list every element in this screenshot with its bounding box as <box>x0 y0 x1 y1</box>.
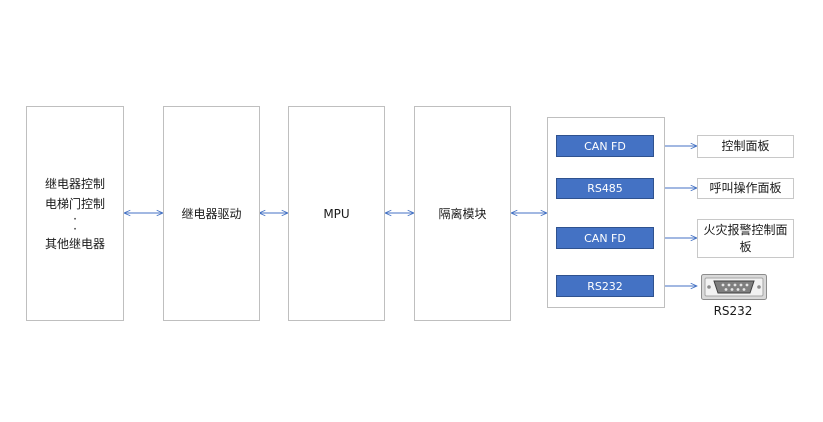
relay-line-2: 电梯门控制 <box>44 196 105 211</box>
port-canfd-2-label: CAN FD <box>584 231 626 245</box>
rs232-connector-caption: RS232 <box>713 304 753 318</box>
fire-alarm-panel-box: 火灾报警控制面板 <box>697 219 794 258</box>
mpu-block: MPU <box>288 106 385 321</box>
call-panel-label: 呼叫操作面板 <box>709 181 782 195</box>
port-canfd-1-label: CAN FD <box>584 139 626 153</box>
port-rs232: RS232 <box>556 275 654 297</box>
relay-driver-block: 继电器驱动 <box>163 106 260 321</box>
isolation-block: 隔离模块 <box>414 106 511 321</box>
call-panel-box: 呼叫操作面板 <box>697 178 794 199</box>
relay-line-1: 继电器控制 <box>44 176 105 191</box>
relay-line-3: 其他继电器 <box>44 236 105 251</box>
control-panel-label: 控制面板 <box>721 139 770 153</box>
mpu-label: MPU <box>323 206 350 221</box>
fire-alarm-panel-label: 火灾报警控制面板 <box>703 222 788 254</box>
relay-driver-label: 继电器驱动 <box>181 206 242 221</box>
port-canfd-2: CAN FD <box>556 227 654 249</box>
port-rs232-label: RS232 <box>587 279 623 293</box>
port-rs485: RS485 <box>556 178 654 199</box>
db9-serial-connector-icon <box>701 274 767 300</box>
control-panel-box: 控制面板 <box>697 135 794 158</box>
port-canfd-1: CAN FD <box>556 135 654 157</box>
port-rs485-label: RS485 <box>587 182 623 195</box>
relay-line-dot-1: · <box>73 211 77 226</box>
relay-group-block: 继电器控制 电梯门控制 · · 其他继电器 <box>26 106 124 321</box>
relay-line-dot-2: · <box>73 221 77 236</box>
isolation-label: 隔离模块 <box>438 206 487 221</box>
